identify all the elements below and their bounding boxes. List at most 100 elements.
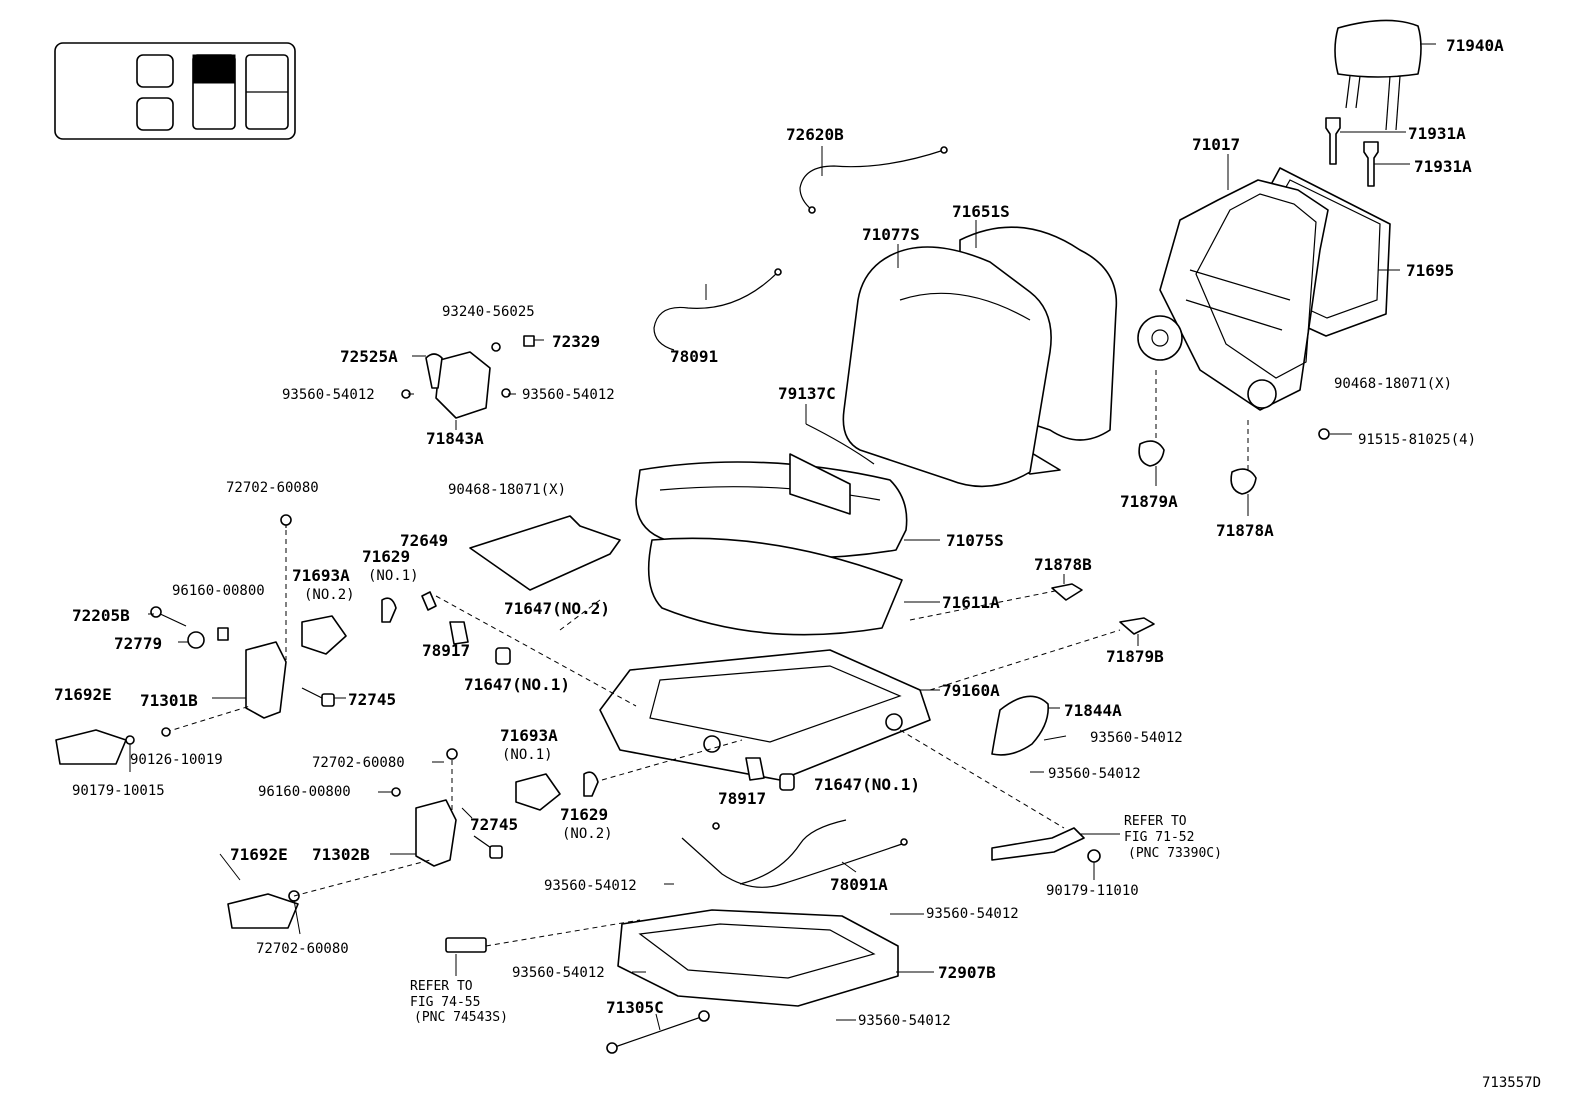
callout-90468-18071X-mid: 90468-18071(X) <box>448 482 566 498</box>
seat-cushion-cover-71075S <box>635 453 908 559</box>
callout-90179-10015: 90179-10015 <box>72 783 165 799</box>
callout-93560-54012-b: 93560-54012 <box>522 387 615 403</box>
cap-72779 <box>187 631 205 649</box>
callout-71077S: 71077S <box>862 225 920 244</box>
callout-71931A-2: 71931A <box>1414 157 1472 176</box>
lower-cover-72907B <box>617 909 899 1007</box>
cover-71692E-a <box>55 729 127 765</box>
callout-71647-no1-a: 71647(NO.1) <box>464 675 570 694</box>
clip-96160-a <box>217 627 229 641</box>
reference-note-2: REFER TO FIG 74-55 (PNC 74543S) <box>410 954 508 1025</box>
nut-90179-10015 <box>125 735 135 745</box>
callout-71629-a: 71629 <box>362 547 410 566</box>
hinge-cover-71878B <box>1051 583 1083 601</box>
bolt-91515 <box>1318 428 1330 440</box>
spring-78917-a <box>449 621 469 645</box>
callout-90179-11010: 90179-11010 <box>1046 883 1139 899</box>
callout-71931A-1: 71931A <box>1408 124 1466 143</box>
callout-71695: 71695 <box>1406 261 1454 280</box>
bolt-72205B <box>150 606 187 627</box>
callout-71843A: 71843A <box>426 429 484 448</box>
seatback-frame <box>1137 167 1391 470</box>
bracket-71629-no1 <box>381 597 397 623</box>
cable-72620B <box>799 146 948 214</box>
callout-71693A-b-no: (NO.1) <box>502 747 553 763</box>
callout-79160A: 79160A <box>942 681 1000 700</box>
seatback-pad-71077S <box>842 246 1052 488</box>
callout-91515-81025: 91515-81025(4) <box>1358 432 1476 448</box>
callout-71629-a-no: (NO.1) <box>368 568 419 584</box>
bolt-72702-c <box>288 859 431 902</box>
pin-72745-b <box>473 835 503 859</box>
callout-96160-00800-a: 96160-00800 <box>172 583 265 599</box>
callout-93560-54012-d: 93560-54012 <box>1048 766 1141 782</box>
reference-note-2-line2: FIG 74-55 <box>410 995 480 1010</box>
callout-72779: 72779 <box>114 634 162 653</box>
callout-93560-54012-h: 93560-54012 <box>858 1013 951 1029</box>
bolt-72702-b <box>446 748 458 810</box>
bushing-71647-no1-a <box>495 647 511 665</box>
screw-90126 <box>161 705 251 737</box>
rod-71305C <box>606 1010 710 1054</box>
highlighted-seat-marker <box>192 54 236 84</box>
callout-71647-no1-b: 71647(NO.1) <box>814 775 920 794</box>
callout-71878A: 71878A <box>1216 521 1274 540</box>
callout-72702-60080-a: 72702-60080 <box>226 480 319 496</box>
cable-78091 <box>653 268 782 351</box>
hinge-71302B <box>415 799 457 867</box>
hinge-71693A-no2 <box>301 615 347 655</box>
callout-78917-b: 78917 <box>718 789 766 808</box>
callout-78917-a: 78917 <box>422 641 470 660</box>
seat-location-key <box>54 42 296 140</box>
callout-78091: 78091 <box>670 347 718 366</box>
headrest-support <box>1325 117 1379 187</box>
reference-note-1-line2: FIG 71-52 <box>1124 830 1194 845</box>
callout-96160-00800-b: 96160-00800 <box>258 784 351 800</box>
callout-79137C: 79137C <box>778 384 836 403</box>
side-cover-71843A <box>401 335 535 419</box>
callout-78091A: 78091A <box>830 875 888 894</box>
reference-note-2-line3: (PNC 74543S) <box>414 1010 508 1025</box>
headrest <box>1334 19 1422 131</box>
buckle-ref <box>899 729 1101 863</box>
recliner-cover-71878A <box>1230 468 1257 495</box>
callout-72649: 72649 <box>400 531 448 550</box>
hinge-71693A-no1 <box>515 773 561 811</box>
callout-72702-60080-b: 72702-60080 <box>312 755 405 771</box>
callout-71611A: 71611A <box>942 593 1000 612</box>
reference-note-1-line1: REFER TO <box>1124 814 1187 829</box>
hinge-cover-71844A <box>991 695 1049 756</box>
callout-72525A: 72525A <box>340 347 398 366</box>
callout-71302B: 71302B <box>312 845 370 864</box>
callout-72329: 72329 <box>552 332 600 351</box>
bolt-72702-a <box>280 514 292 660</box>
callout-72620B: 72620B <box>786 125 844 144</box>
figure-code: 713557D <box>1482 1075 1541 1091</box>
assembly-lines <box>435 589 1121 781</box>
seat-frame-79160A <box>599 649 931 781</box>
callout-72702-60080-c: 72702-60080 <box>256 941 349 957</box>
cover-71692E-b <box>227 893 299 929</box>
callout-93560-54012-e: 93560-54012 <box>544 878 637 894</box>
callout-labels: 71940A 71931A 71931A 71017 71695 90468-1… <box>54 36 1504 1029</box>
cable-79137C <box>805 423 875 465</box>
callout-71879B: 71879B <box>1106 647 1164 666</box>
seat-cushion-pad-71611A <box>559 537 903 636</box>
recliner-cover-71879A <box>1138 440 1165 467</box>
clip-72649 <box>421 591 437 611</box>
callout-71075S: 71075S <box>946 531 1004 550</box>
bushing-71647-no1-b <box>779 773 795 791</box>
callout-71301B: 71301B <box>140 691 198 710</box>
callout-72745-a: 72745 <box>348 690 396 709</box>
callout-90126-10019: 90126-10019 <box>130 752 223 768</box>
callout-93560-54012-c: 93560-54012 <box>1090 730 1183 746</box>
callout-93240-56025: 93240-56025 <box>442 304 535 320</box>
hinge-cover-71879B <box>1119 617 1155 635</box>
callout-72205B: 72205B <box>72 606 130 625</box>
callout-93560-54012-g: 93560-54012 <box>512 965 605 981</box>
reference-note-2-line1: REFER TO <box>410 979 473 994</box>
seat-pad-71647-no2 <box>469 515 621 591</box>
hinge-71301B <box>245 641 287 719</box>
callout-71629-b-no: (NO.2) <box>562 826 613 842</box>
callout-90468-18071X-right: 90468-18071(X) <box>1334 376 1452 392</box>
